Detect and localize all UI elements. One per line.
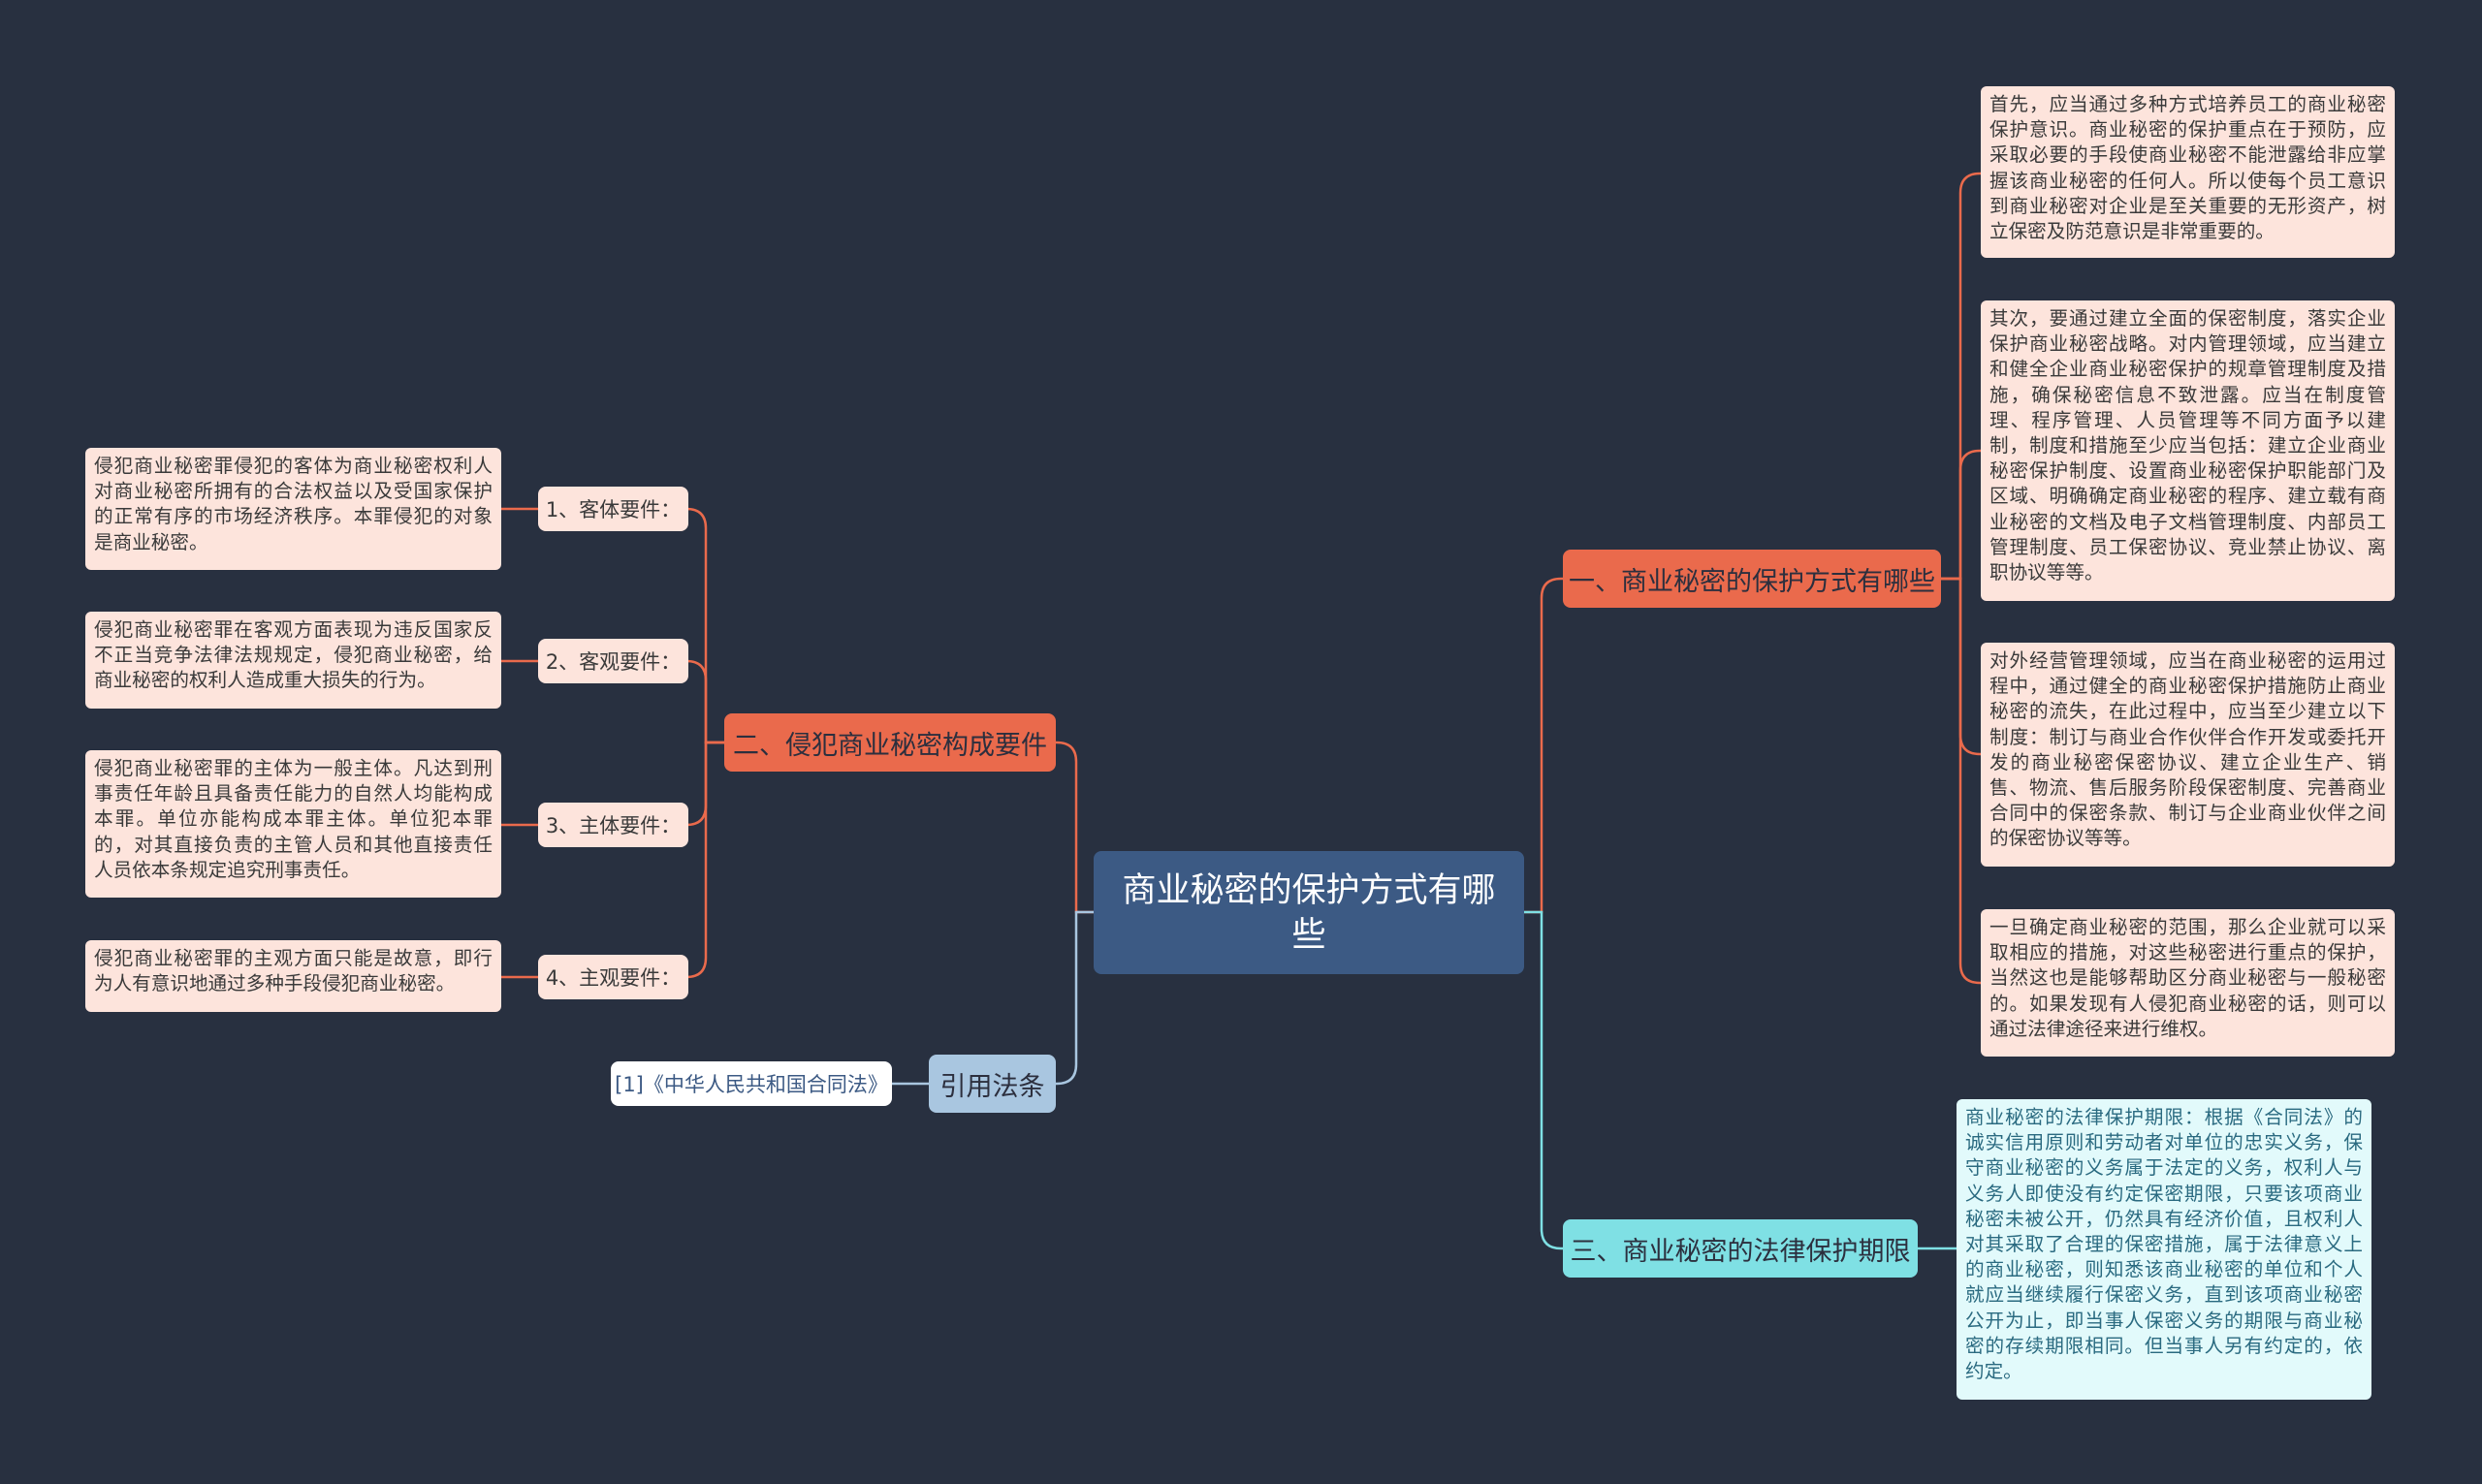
link-root-period [1524, 910, 1563, 1250]
link-protect-leaf-4 [1941, 577, 1981, 985]
leaf-protect-4[interactable]: 一旦确定商业秘密的范围，那么企业就可以采取相应的措施，对这些秘密进行重点的保护，… [1981, 909, 2395, 1057]
link-protect-leaf-1 [1941, 172, 1981, 581]
sub-label: 1、客体要件： [545, 498, 682, 521]
branch-protection-methods[interactable]: 一、商业秘密的保护方式有哪些 [1563, 550, 1941, 608]
link-root-elements [1056, 741, 1094, 914]
sub-objective-element[interactable]: 2、客观要件： [538, 639, 688, 683]
leaf-object-element[interactable]: 侵犯商业秘密罪侵犯的客体为商业秘密权利人对商业秘密所拥有的合法权益以及受国家保护… [85, 448, 501, 570]
link-protect-leaf-2 [1941, 449, 1981, 581]
root-topic[interactable]: 商业秘密的保护方式有哪些 [1094, 851, 1524, 974]
sub-subjective-element[interactable]: 4、主观要件： [538, 955, 688, 999]
link-elements-sub-4 [685, 741, 724, 979]
branch-label: 引用法条 [939, 1071, 1045, 1102]
leaf-text: 商业秘密的法律保护期限：根据《合同法》的诚实信用原则和劳动者对单位的忠实义务，保… [1965, 1106, 2363, 1383]
sub-label: [1]《中华人民共和国合同法》 [615, 1073, 888, 1096]
leaf-text: 侵犯商业秘密罪的主观方面只能是故意，即行为人有意识地通过多种手段侵犯商业秘密。 [94, 947, 493, 995]
branch-label: 一、商业秘密的保护方式有哪些 [1569, 566, 1935, 597]
leaf-text: 侵犯商业秘密罪侵犯的客体为商业秘密权利人对商业秘密所拥有的合法权益以及受国家保护… [94, 455, 493, 553]
sub-label: 2、客观要件： [545, 650, 682, 674]
branch-label: 二、侵犯商业秘密构成要件 [733, 730, 1047, 761]
leaf-subject-element[interactable]: 侵犯商业秘密罪的主体为一般主体。凡达到刑事责任年龄且具备责任能力的自然人均能构成… [85, 750, 501, 898]
leaf-protect-3[interactable]: 对外经营管理领域，应当在商业秘密的运用过程中，通过健全的商业秘密保护措施防止商业… [1981, 643, 2395, 867]
leaf-protect-1[interactable]: 首先，应当通过多种方式培养员工的商业秘密保护意识。商业秘密的保护重点在于预防，应… [1981, 86, 2395, 258]
leaf-text: 对外经营管理领域，应当在商业秘密的运用过程中，通过健全的商业秘密保护措施防止商业… [1989, 649, 2386, 850]
leaf-text: 一旦确定商业秘密的范围，那么企业就可以采取相应的措施，对这些秘密进行重点的保护，… [1989, 916, 2386, 1040]
sub-contract-law[interactable]: [1]《中华人民共和国合同法》 [611, 1061, 892, 1106]
link-elements-sub-2 [685, 659, 724, 744]
leaf-period[interactable]: 商业秘密的法律保护期限：根据《合同法》的诚实信用原则和劳动者对单位的忠实义务，保… [1957, 1099, 2371, 1400]
sub-subject-element[interactable]: 3、主体要件： [538, 803, 688, 847]
sub-label: 4、主观要件： [545, 966, 682, 990]
leaf-text: 首先，应当通过多种方式培养员工的商业秘密保护意识。商业秘密的保护重点在于预防，应… [1989, 93, 2386, 243]
leaf-text: 侵犯商业秘密罪的主体为一般主体。凡达到刑事责任年龄且具备责任能力的自然人均能构成… [94, 757, 493, 881]
branch-protection-period[interactable]: 三、商业秘密的法律保护期限 [1563, 1219, 1918, 1278]
branch-label: 三、商业秘密的法律保护期限 [1570, 1236, 1911, 1267]
leaf-protect-2[interactable]: 其次，要通过建立全面的保密制度，落实企业保护商业秘密战略。对内管理领域，应当建立… [1981, 300, 2395, 601]
leaf-subjective-element[interactable]: 侵犯商业秘密罪的主观方面只能是故意，即行为人有意识地通过多种手段侵犯商业秘密。 [85, 940, 501, 1012]
leaf-text: 其次，要通过建立全面的保密制度，落实企业保护商业秘密战略。对内管理领域，应当建立… [1989, 307, 2386, 584]
sub-object-element[interactable]: 1、客体要件： [538, 487, 688, 531]
link-root-protect [1524, 577, 1563, 914]
branch-cited-law[interactable]: 引用法条 [929, 1055, 1056, 1113]
leaf-objective-element[interactable]: 侵犯商业秘密罪在客观方面表现为违反国家反不正当竞争法律法规规定，侵犯商业秘密，给… [85, 612, 501, 709]
link-root-law [1056, 910, 1094, 1086]
sub-label: 3、主体要件： [545, 814, 682, 837]
leaf-text: 侵犯商业秘密罪在客观方面表现为违反国家反不正当竞争法律法规规定，侵犯商业秘密，给… [94, 618, 493, 692]
branch-infringement-elements[interactable]: 二、侵犯商业秘密构成要件 [724, 713, 1056, 772]
root-title: 商业秘密的保护方式有哪些 [1122, 870, 1496, 955]
